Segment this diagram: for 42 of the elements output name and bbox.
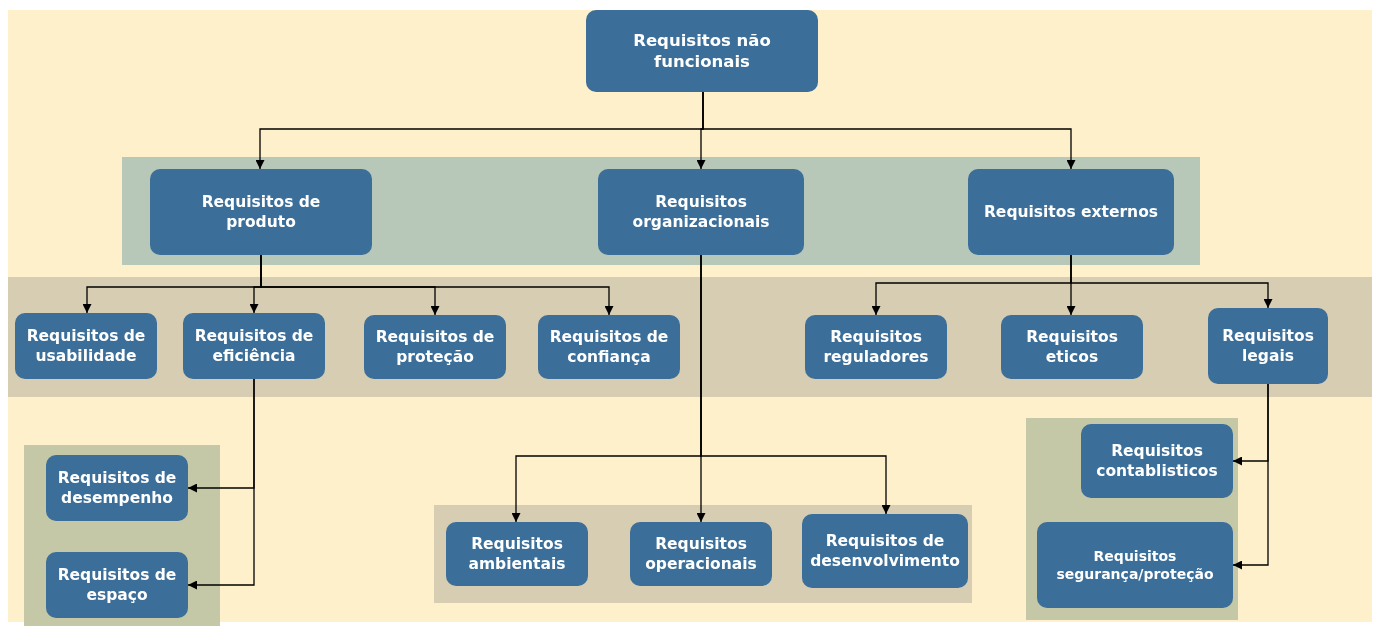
box-label: Requisitos de confiança xyxy=(548,326,670,368)
requirement-box xyxy=(538,315,680,379)
requirement-box xyxy=(1037,522,1233,608)
box-label: Requisitos legais xyxy=(1221,325,1315,367)
box-label: Requisitos de usabilidade xyxy=(25,325,147,367)
requirement-box xyxy=(1001,315,1143,379)
requirement-box xyxy=(805,315,947,379)
requirement-box xyxy=(598,169,804,255)
requirement-box xyxy=(1081,424,1233,498)
box-label: Requisitos não funcionais xyxy=(632,29,772,73)
box-label: Requisitos operacionais xyxy=(644,533,758,575)
box-label: Requisitos de proteção xyxy=(374,326,496,368)
requirement-box xyxy=(364,315,506,379)
box-label: Requisitos de espaço xyxy=(56,564,178,606)
arrow xyxy=(700,254,891,515)
arrow xyxy=(1232,383,1269,570)
requirement-box xyxy=(586,10,818,92)
requirement-box xyxy=(183,313,325,379)
requirement-box xyxy=(46,455,188,521)
box-label: Requisitos contablisticos xyxy=(1095,440,1219,482)
requirement-box xyxy=(446,522,588,586)
box-label: Requisitos de desempenho xyxy=(56,467,178,509)
box-label: Requisitos de desenvolvimento xyxy=(809,530,961,572)
requirement-box xyxy=(968,169,1174,255)
arrow xyxy=(187,378,255,590)
box-label: Requisitos ambientais xyxy=(467,533,567,575)
arrow xyxy=(702,91,1076,170)
box-label: Requisitos segurança/proteção xyxy=(1055,546,1215,584)
requirement-box xyxy=(15,313,157,379)
requirement-box xyxy=(150,169,372,255)
arrow xyxy=(1070,254,1273,309)
box-label: Requisitos reguladores xyxy=(822,326,930,368)
arrow xyxy=(260,254,614,316)
box-label: Requisitos de eficiência xyxy=(193,325,315,367)
requirement-box xyxy=(630,522,772,586)
box-label: Requisitos organizacionais xyxy=(631,191,771,233)
requirement-box xyxy=(1208,308,1328,384)
box-label: Requisitos externos xyxy=(983,201,1159,223)
box-label: Requisitos de produto xyxy=(200,191,322,233)
requirement-box xyxy=(802,514,968,588)
box-label: Requisitos eticos xyxy=(1025,326,1119,368)
requirement-box xyxy=(46,552,188,618)
